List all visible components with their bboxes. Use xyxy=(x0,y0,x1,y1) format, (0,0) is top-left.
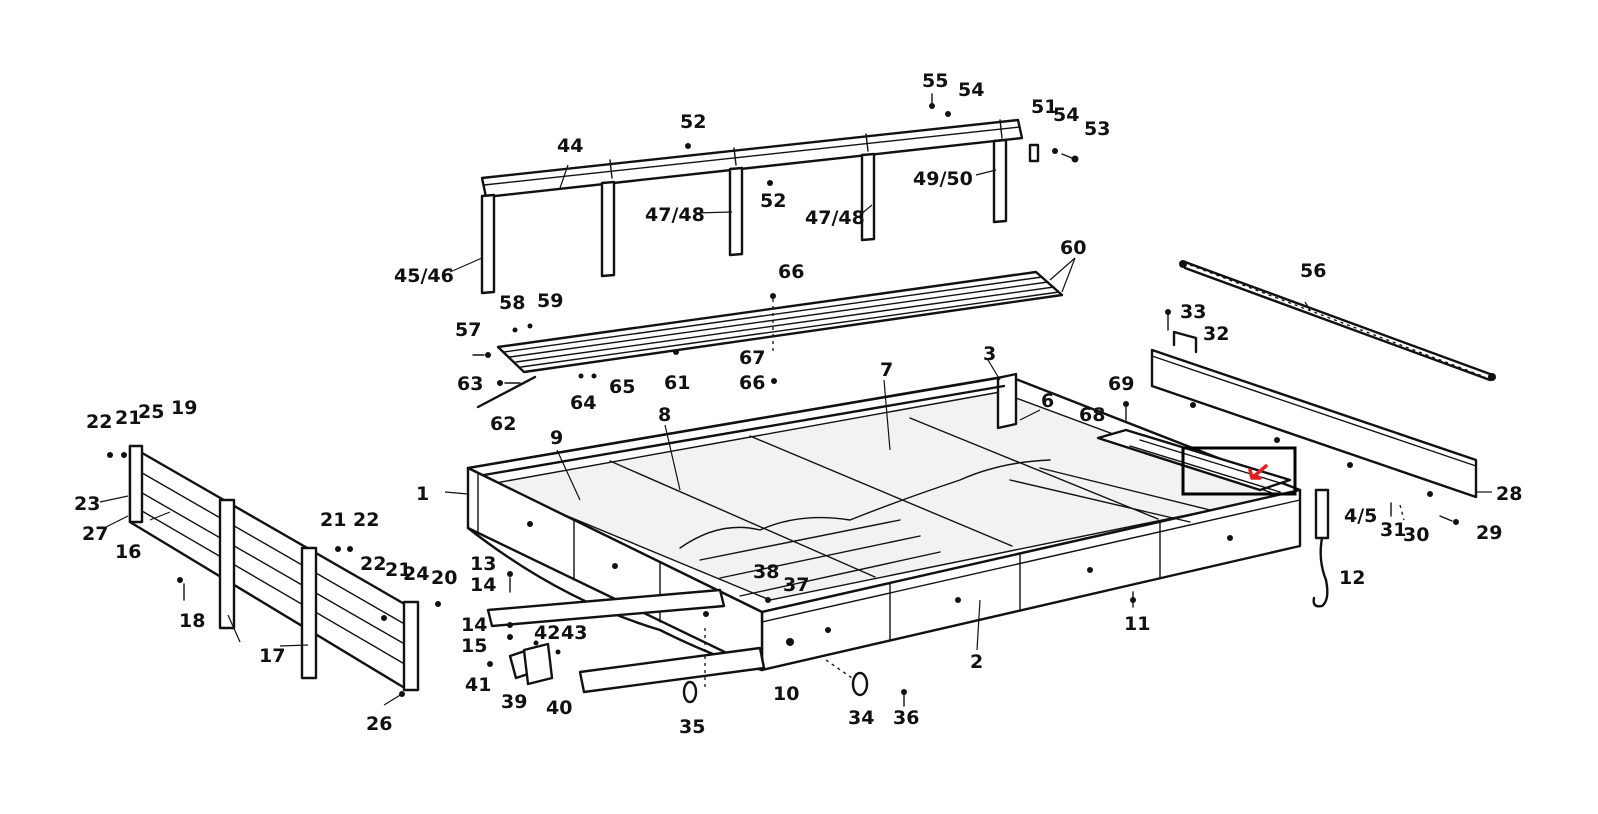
label-66-a: 66 xyxy=(778,261,804,283)
part-labels: 1 2 3 4/5 6 7 8 9 10 11 12 13 14 14 15 1… xyxy=(74,70,1522,738)
label-57: 57 xyxy=(455,319,481,341)
label-49-50: 49/50 xyxy=(913,168,973,190)
label-56: 56 xyxy=(1300,260,1326,282)
label-22-a: 22 xyxy=(86,411,112,433)
label-53: 53 xyxy=(1084,118,1110,140)
label-1: 1 xyxy=(416,483,429,505)
label-61: 61 xyxy=(664,372,690,394)
highlight-arrow-icon xyxy=(1248,464,1268,480)
label-29: 29 xyxy=(1476,522,1502,544)
label-42: 42 xyxy=(534,622,560,644)
label-10: 10 xyxy=(773,683,799,705)
leader-lines xyxy=(99,164,1492,706)
label-30: 30 xyxy=(1403,524,1429,546)
top-rail-assembly xyxy=(480,93,1079,295)
label-52-b: 52 xyxy=(760,190,786,212)
chassis-beams xyxy=(486,588,907,707)
label-47-48-b: 47/48 xyxy=(805,207,865,229)
label-34: 34 xyxy=(848,707,874,729)
label-26: 26 xyxy=(366,713,392,735)
label-32: 32 xyxy=(1203,323,1229,345)
label-17: 17 xyxy=(259,645,285,667)
label-23: 23 xyxy=(74,493,100,515)
label-43: 43 xyxy=(561,622,587,644)
label-21-b: 21 xyxy=(320,509,346,531)
label-54-a: 54 xyxy=(958,79,984,101)
label-13: 13 xyxy=(470,553,496,575)
label-66-b: 66 xyxy=(739,372,765,394)
label-9: 9 xyxy=(550,427,563,449)
label-15: 15 xyxy=(461,635,487,657)
label-20: 20 xyxy=(431,567,457,589)
label-36: 36 xyxy=(893,707,919,729)
label-21-a: 21 xyxy=(115,407,141,429)
highlight-box xyxy=(1181,446,1297,496)
label-27: 27 xyxy=(82,523,108,545)
label-41: 41 xyxy=(465,674,491,696)
rail-56 xyxy=(1179,260,1496,382)
floor-panel-60 xyxy=(472,270,1064,409)
label-44: 44 xyxy=(557,135,583,157)
label-16: 16 xyxy=(115,541,141,563)
floor-section-68 xyxy=(1096,401,1292,493)
hook-12 xyxy=(1312,488,1330,608)
label-37: 37 xyxy=(783,574,809,596)
label-65: 65 xyxy=(609,376,635,398)
label-22-c: 22 xyxy=(360,553,386,575)
sideboard-28 xyxy=(1150,309,1478,525)
tailgate xyxy=(107,444,441,697)
label-47-48-a: 47/48 xyxy=(645,204,705,226)
label-31: 31 xyxy=(1380,519,1406,541)
label-60: 60 xyxy=(1060,237,1086,259)
label-51: 51 xyxy=(1031,96,1057,118)
label-4-5: 4/5 xyxy=(1344,505,1377,527)
label-3: 3 xyxy=(983,343,996,365)
label-19: 19 xyxy=(171,397,197,419)
label-14-a: 14 xyxy=(470,574,496,596)
label-35: 35 xyxy=(679,716,705,738)
label-22-b: 22 xyxy=(353,509,379,531)
label-38: 38 xyxy=(753,561,779,583)
label-58: 58 xyxy=(499,292,525,314)
label-69: 69 xyxy=(1108,373,1134,395)
label-7: 7 xyxy=(880,359,893,381)
label-28: 28 xyxy=(1496,483,1522,505)
label-18: 18 xyxy=(179,610,205,632)
label-55: 55 xyxy=(922,70,948,92)
label-33: 33 xyxy=(1180,301,1206,323)
label-6: 6 xyxy=(1041,390,1054,412)
highlight-marker xyxy=(1181,446,1297,496)
label-12: 12 xyxy=(1339,567,1365,589)
label-64: 64 xyxy=(570,392,596,414)
label-14-b: 14 xyxy=(461,614,487,636)
lower-fittings xyxy=(487,571,771,686)
label-67: 67 xyxy=(739,347,765,369)
label-39: 39 xyxy=(501,691,527,713)
label-8: 8 xyxy=(658,404,671,426)
label-63: 63 xyxy=(457,373,483,395)
label-52-a: 52 xyxy=(680,111,706,133)
label-68: 68 xyxy=(1079,404,1105,426)
label-62: 62 xyxy=(490,413,516,435)
label-54-b: 54 xyxy=(1053,104,1079,126)
label-25: 25 xyxy=(138,401,164,423)
label-45-46: 45/46 xyxy=(394,265,454,287)
label-2: 2 xyxy=(970,651,983,673)
label-21-c: 21 xyxy=(385,559,411,581)
label-24: 24 xyxy=(403,563,429,585)
main-body xyxy=(466,372,1302,672)
label-40: 40 xyxy=(546,697,572,719)
label-59: 59 xyxy=(537,290,563,312)
label-11: 11 xyxy=(1124,613,1150,635)
